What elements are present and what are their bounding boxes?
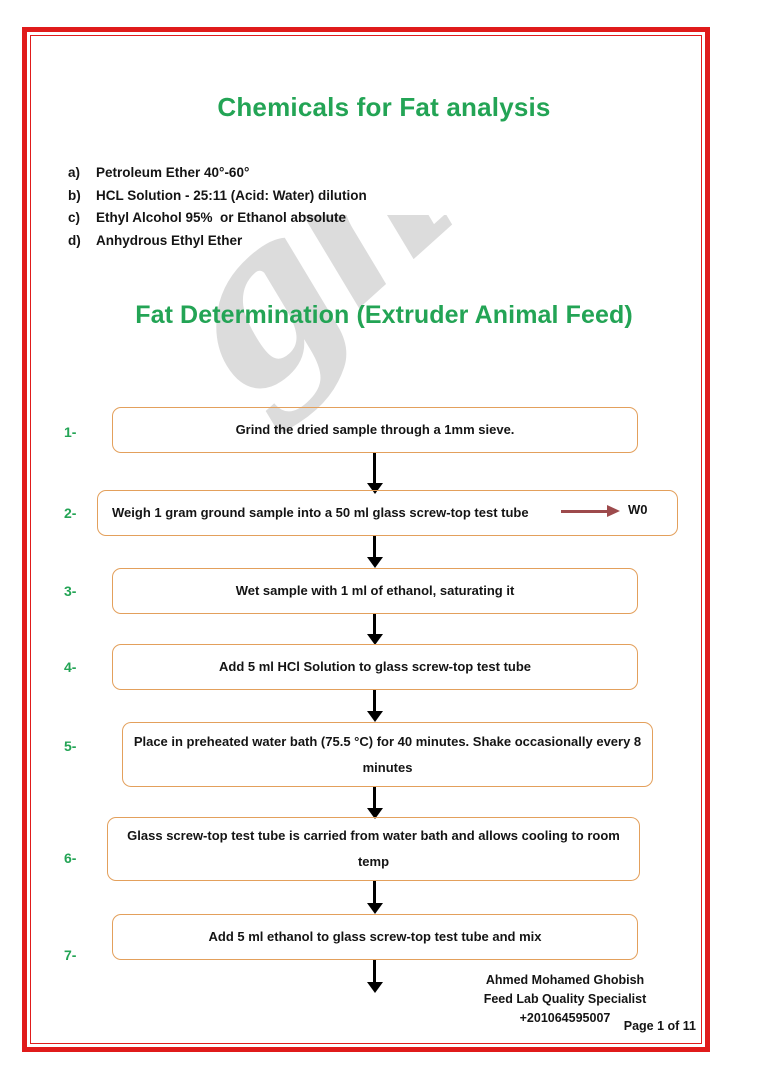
- list-item: d) Anhydrous Ethyl Ether: [68, 230, 628, 253]
- page-number: Page 1 of 11: [623, 1019, 696, 1033]
- list-item-marker: b): [68, 187, 81, 203]
- flow-step-7: Add 5 ml ethanol to glass screw-top test…: [112, 914, 638, 960]
- flow-connector-6-7: [364, 881, 386, 914]
- flow-step-1-text: Grind the dried sample through a 1mm sie…: [235, 422, 515, 437]
- section-title: Fat Determination (Extruder Animal Feed): [135, 301, 633, 329]
- list-item-label: Ethyl Alcohol 95% or Ethanol absolute: [96, 210, 347, 225]
- chemicals-list: a) Petroleum Ether 40°-60° b) HCL Soluti…: [68, 162, 628, 252]
- signature-name: Ahmed Mohamed Ghobish: [485, 973, 645, 987]
- flow-connector-2-3: [364, 536, 386, 568]
- list-item: b) HCL Solution - 25:11 (Acid: Water) di…: [68, 185, 628, 208]
- flow-step-5: Place in preheated water bath (75.5 °C) …: [122, 722, 653, 787]
- list-item: c) Ethyl Alcohol 95% or Ethanol absolute: [68, 207, 628, 230]
- flow-connector-1-2: [364, 453, 386, 494]
- flow-step-5-text: Place in preheated water bath (75.5 °C) …: [133, 733, 642, 775]
- flow-step-1: Grind the dried sample through a 1mm sie…: [112, 407, 638, 453]
- list-item: a) Petroleum Ether 40°-60°: [68, 162, 628, 185]
- signature-block: Ahmed Mohamed Ghobish Feed Lab Quality S…: [455, 971, 675, 1028]
- list-item-label: HCL Solution - 25:11 (Acid: Water) dilut…: [96, 187, 367, 203]
- w0-measure-arrow-icon: [561, 505, 623, 517]
- step-number-4: 4-: [64, 659, 77, 675]
- step-number-5: 5-: [64, 738, 77, 754]
- list-item-label: Petroleum Ether 40°-60°: [96, 165, 250, 180]
- flow-step-3-text: Wet sample with 1 ml of ethanol, saturat…: [235, 583, 515, 598]
- flow-connector-4-5: [364, 690, 386, 722]
- signature-phone: +201064595007: [519, 1011, 611, 1025]
- flow-connector-7-next: [364, 960, 386, 993]
- flow-connector-5-6: [364, 787, 386, 819]
- flow-step-7-text: Add 5 ml ethanol to glass screw-top test…: [208, 929, 542, 944]
- step-number-3: 3-: [64, 583, 77, 599]
- step-number-7: 7-: [64, 947, 77, 963]
- signature-role: Feed Lab Quality Specialist: [483, 992, 647, 1006]
- step-number-6: 6-: [64, 850, 77, 866]
- flow-step-2: Weigh 1 gram ground sample into a 50 ml …: [97, 490, 678, 536]
- flow-connector-3-4: [364, 614, 386, 645]
- step-number-2: 2-: [64, 505, 77, 521]
- step-number-1: 1-: [64, 424, 77, 440]
- flow-step-4: Add 5 ml HCl Solution to glass screw-top…: [112, 644, 638, 690]
- list-item-marker: d): [68, 232, 81, 248]
- flow-step-4-text: Add 5 ml HCl Solution to glass screw-top…: [218, 659, 532, 674]
- flow-step-2-text: Weigh 1 gram ground sample into a 50 ml …: [112, 505, 529, 520]
- list-item-marker: c): [68, 210, 81, 225]
- w0-label: W0: [628, 502, 648, 517]
- flow-step-3: Wet sample with 1 ml of ethanol, saturat…: [112, 568, 638, 614]
- flow-step-6: Glass screw-top test tube is carried fro…: [107, 817, 640, 881]
- list-item-label: Anhydrous Ethyl Ether: [96, 232, 243, 248]
- page-title: Chemicals for Fat analysis: [217, 92, 551, 122]
- list-item-marker: a): [68, 165, 81, 180]
- flow-step-6-text: Glass screw-top test tube is carried fro…: [127, 828, 620, 869]
